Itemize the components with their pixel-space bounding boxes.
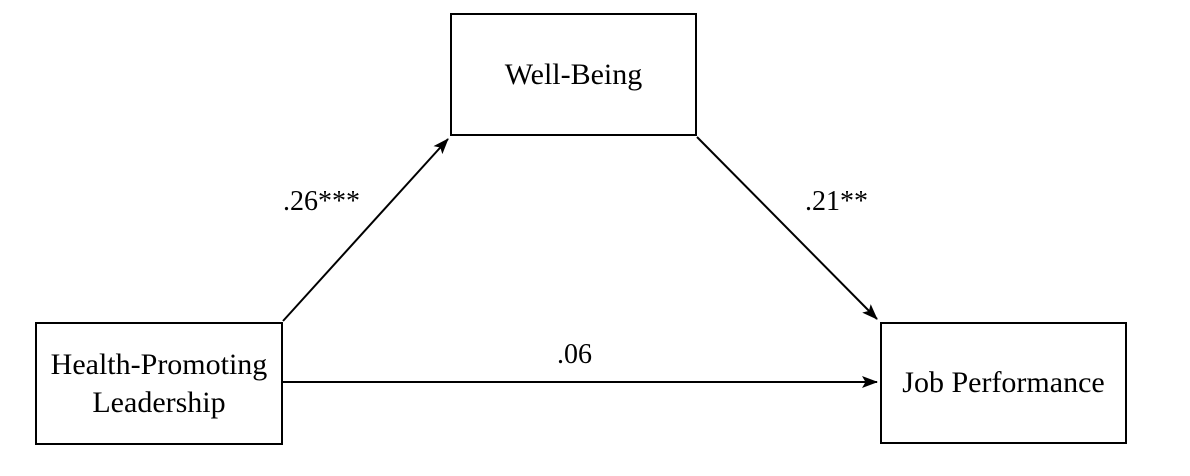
- node-well-being: Well-Being: [450, 13, 697, 136]
- path-a-arrow: [282, 138, 449, 322]
- path-b-arrow: [696, 136, 878, 320]
- node-health-promoting-leadership: Health-Promoting Leadership: [35, 322, 283, 445]
- node-job-performance: Job Performance: [880, 322, 1127, 444]
- path-b-coefficient: .21**: [805, 186, 868, 217]
- path-a-coefficient: .26***: [283, 186, 360, 217]
- node-health-promoting-leadership-label: Health-Promoting Leadership: [50, 348, 268, 419]
- node-well-being-label: Well-Being: [504, 57, 643, 91]
- path-c-coefficient: .06: [557, 339, 592, 370]
- node-job-performance-label: Job Performance: [902, 366, 1105, 400]
